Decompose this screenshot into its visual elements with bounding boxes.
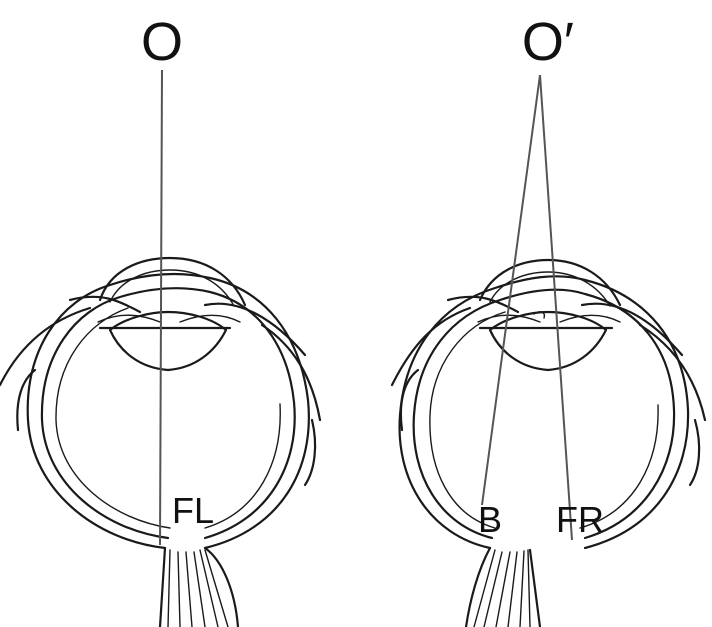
left-eye-iris-detail [98,315,240,322]
right-ray-o-to-fr [540,75,572,540]
right-fovea-label: FR [556,499,604,540]
left-object-label: O [141,12,183,72]
left-eye-optic-nerve-right [205,548,238,627]
right-blind-spot-label: B [478,499,502,540]
right-eye-iris-detail [478,315,620,322]
left-eye-lens [110,312,226,370]
left-eye-upper-lid-right [205,304,305,355]
right-object-label: O′ [522,12,574,72]
left-eye-outer-side-right [305,420,315,485]
left-ray-o-to-fl [160,70,162,545]
right-eye-lid-curve-right [640,325,705,420]
left-eye-sclera-inner [42,288,295,538]
right-eye-optic-nerve-right [530,550,540,627]
left-eye-optic-nerve-left [160,548,165,627]
left-fovea-label: FL [172,490,214,531]
left-eye-retina [56,308,170,528]
left-eye-outer-side-left [17,370,35,430]
right-eye-outer-side-right [690,420,699,485]
left-eye-retina-right [205,404,280,528]
right-eye-lid-curve-left [392,308,470,385]
right-eye [392,260,705,627]
